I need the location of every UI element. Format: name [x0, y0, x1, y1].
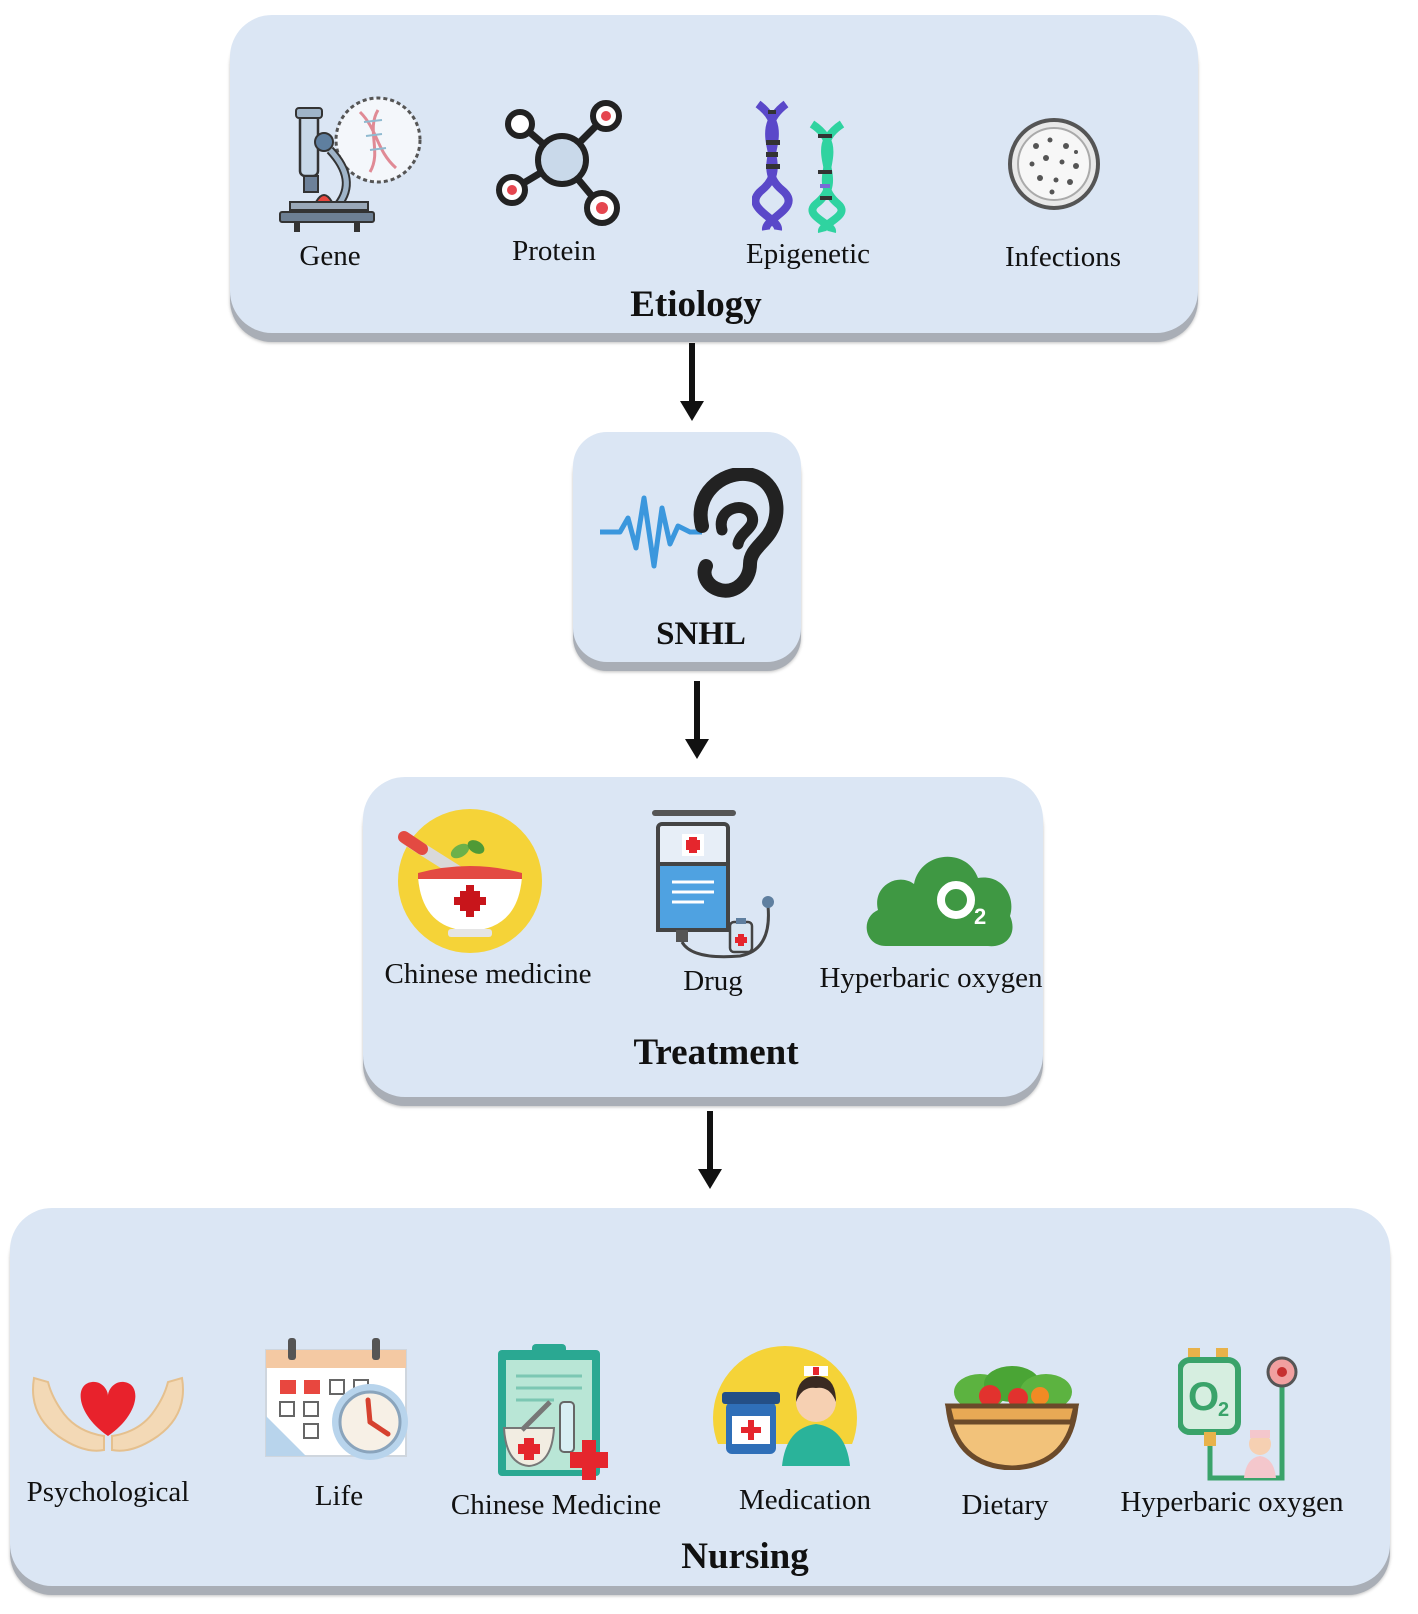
nursing-title: Nursing — [681, 1536, 809, 1577]
snhl-title: SNHL — [656, 616, 746, 652]
nursing-item-dietary-label: Dietary — [961, 1489, 1049, 1521]
o2-cloud-icon: 2 — [866, 856, 1013, 947]
protein-molecule-icon — [496, 100, 622, 226]
arrow-snhl-to-treatment — [685, 681, 709, 759]
nursing-panel — [10, 1208, 1390, 1586]
nursing-item-chinese-medicine-label: Chinese Medicine — [450, 1489, 662, 1521]
arrow-etiology-to-snhl — [680, 343, 704, 421]
svg-text:2: 2 — [1218, 1399, 1229, 1421]
calendar-clock-icon — [265, 1338, 408, 1460]
etiology-item-gene-label: Gene — [299, 240, 361, 272]
herbal-clipboard-icon — [498, 1344, 608, 1480]
oxygen-tank-icon: O 2 — [1178, 1348, 1298, 1481]
treatment-title: Treatment — [633, 1032, 799, 1073]
svg-text:2: 2 — [974, 904, 986, 929]
ear-soundwave-icon — [600, 468, 784, 598]
nursing-item-life-label: Life — [314, 1480, 364, 1512]
treatment-item-hyperbaric-oxygen-label: Hyperbaric oxygen — [819, 962, 1043, 994]
iv-drip-icon — [652, 810, 774, 959]
microscope-dna-icon — [279, 96, 422, 232]
herbal-bowl-icon — [398, 809, 542, 953]
salad-bowl-icon — [944, 1366, 1080, 1470]
nursing-item-psychological-label: Psychological — [26, 1476, 190, 1508]
heart-hands-icon — [32, 1376, 184, 1452]
etiology-title: Etiology — [630, 284, 762, 325]
svg-text:O: O — [1188, 1375, 1219, 1419]
arrow-treatment-to-nursing — [698, 1111, 722, 1189]
nurse-medicine-icon — [712, 1346, 858, 1466]
etiology-item-infections-label: Infections — [1005, 241, 1121, 273]
nursing-item-medication-label: Medication — [738, 1484, 872, 1516]
etiology-item-protein-label: Protein — [512, 235, 596, 267]
treatment-item-chinese-medicine-label: Chinese medicine — [384, 958, 592, 990]
treatment-item-drug-label: Drug — [683, 965, 743, 997]
petri-dish-icon — [1008, 118, 1100, 210]
nursing-item-hyperbaric-oxygen-label: Hyperbaric oxygen — [1120, 1486, 1344, 1518]
dna-helix-icon — [752, 100, 846, 233]
etiology-item-epigenetic-label: Epigenetic — [745, 238, 871, 270]
